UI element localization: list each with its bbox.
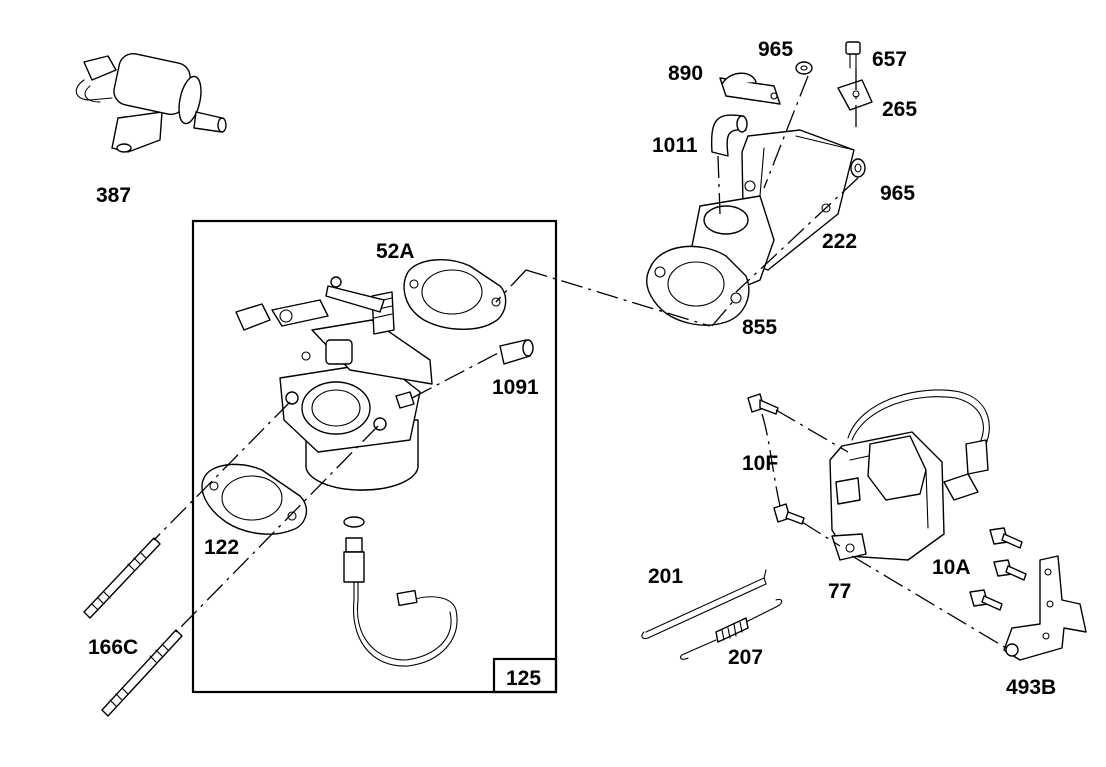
callout-201: 201 xyxy=(648,565,683,588)
screws-10F xyxy=(747,393,805,525)
callout-10F: 10F xyxy=(742,452,778,475)
governor-link-201 xyxy=(641,569,767,640)
governor-control-77 xyxy=(829,389,990,561)
screws-10A xyxy=(969,527,1027,611)
hose-1011 xyxy=(710,114,748,157)
callout-855: 855 xyxy=(742,316,777,339)
screw-657 xyxy=(845,41,861,69)
callout-10A: 10A xyxy=(932,556,971,579)
nut-965-upper xyxy=(795,61,813,75)
gasket-52A xyxy=(403,259,507,330)
callout-965-lower: 965 xyxy=(880,182,915,205)
carburetor-125 xyxy=(235,276,433,491)
callout-1011: 1011 xyxy=(652,134,698,157)
callout-890: 890 xyxy=(668,62,703,85)
callout-labels: 387 52A 122 166C 125 1091 890 965 657 26… xyxy=(88,38,1056,699)
leader-lines xyxy=(153,68,1007,649)
gasket-122 xyxy=(201,463,308,535)
callout-387: 387 xyxy=(96,184,131,207)
callout-166C: 166C xyxy=(88,636,138,659)
bracket-493B xyxy=(1003,555,1087,661)
callout-52A: 52A xyxy=(376,240,415,263)
solenoid-wire xyxy=(343,516,458,667)
clamp-890 xyxy=(719,72,781,105)
callout-122: 122 xyxy=(204,536,239,559)
nut-965-lower xyxy=(850,158,866,178)
callout-657: 657 xyxy=(872,48,907,71)
callout-493B: 493B xyxy=(1006,676,1056,699)
fitting-1091 xyxy=(499,339,534,365)
fuel-solenoid-387 xyxy=(75,52,227,153)
callout-965-upper: 965 xyxy=(758,38,793,61)
callout-265: 265 xyxy=(882,98,917,121)
callout-207: 207 xyxy=(728,646,763,669)
callout-125: 125 xyxy=(506,667,541,690)
carburetor-kit-box xyxy=(191,219,558,694)
studs-166C xyxy=(83,537,183,717)
governor-spring-207 xyxy=(679,598,783,660)
callout-1091: 1091 xyxy=(492,376,539,399)
callout-77: 77 xyxy=(828,580,851,603)
bracket-265 xyxy=(837,79,873,111)
callout-222: 222 xyxy=(822,230,857,253)
intake-elbow-855 xyxy=(646,129,855,326)
